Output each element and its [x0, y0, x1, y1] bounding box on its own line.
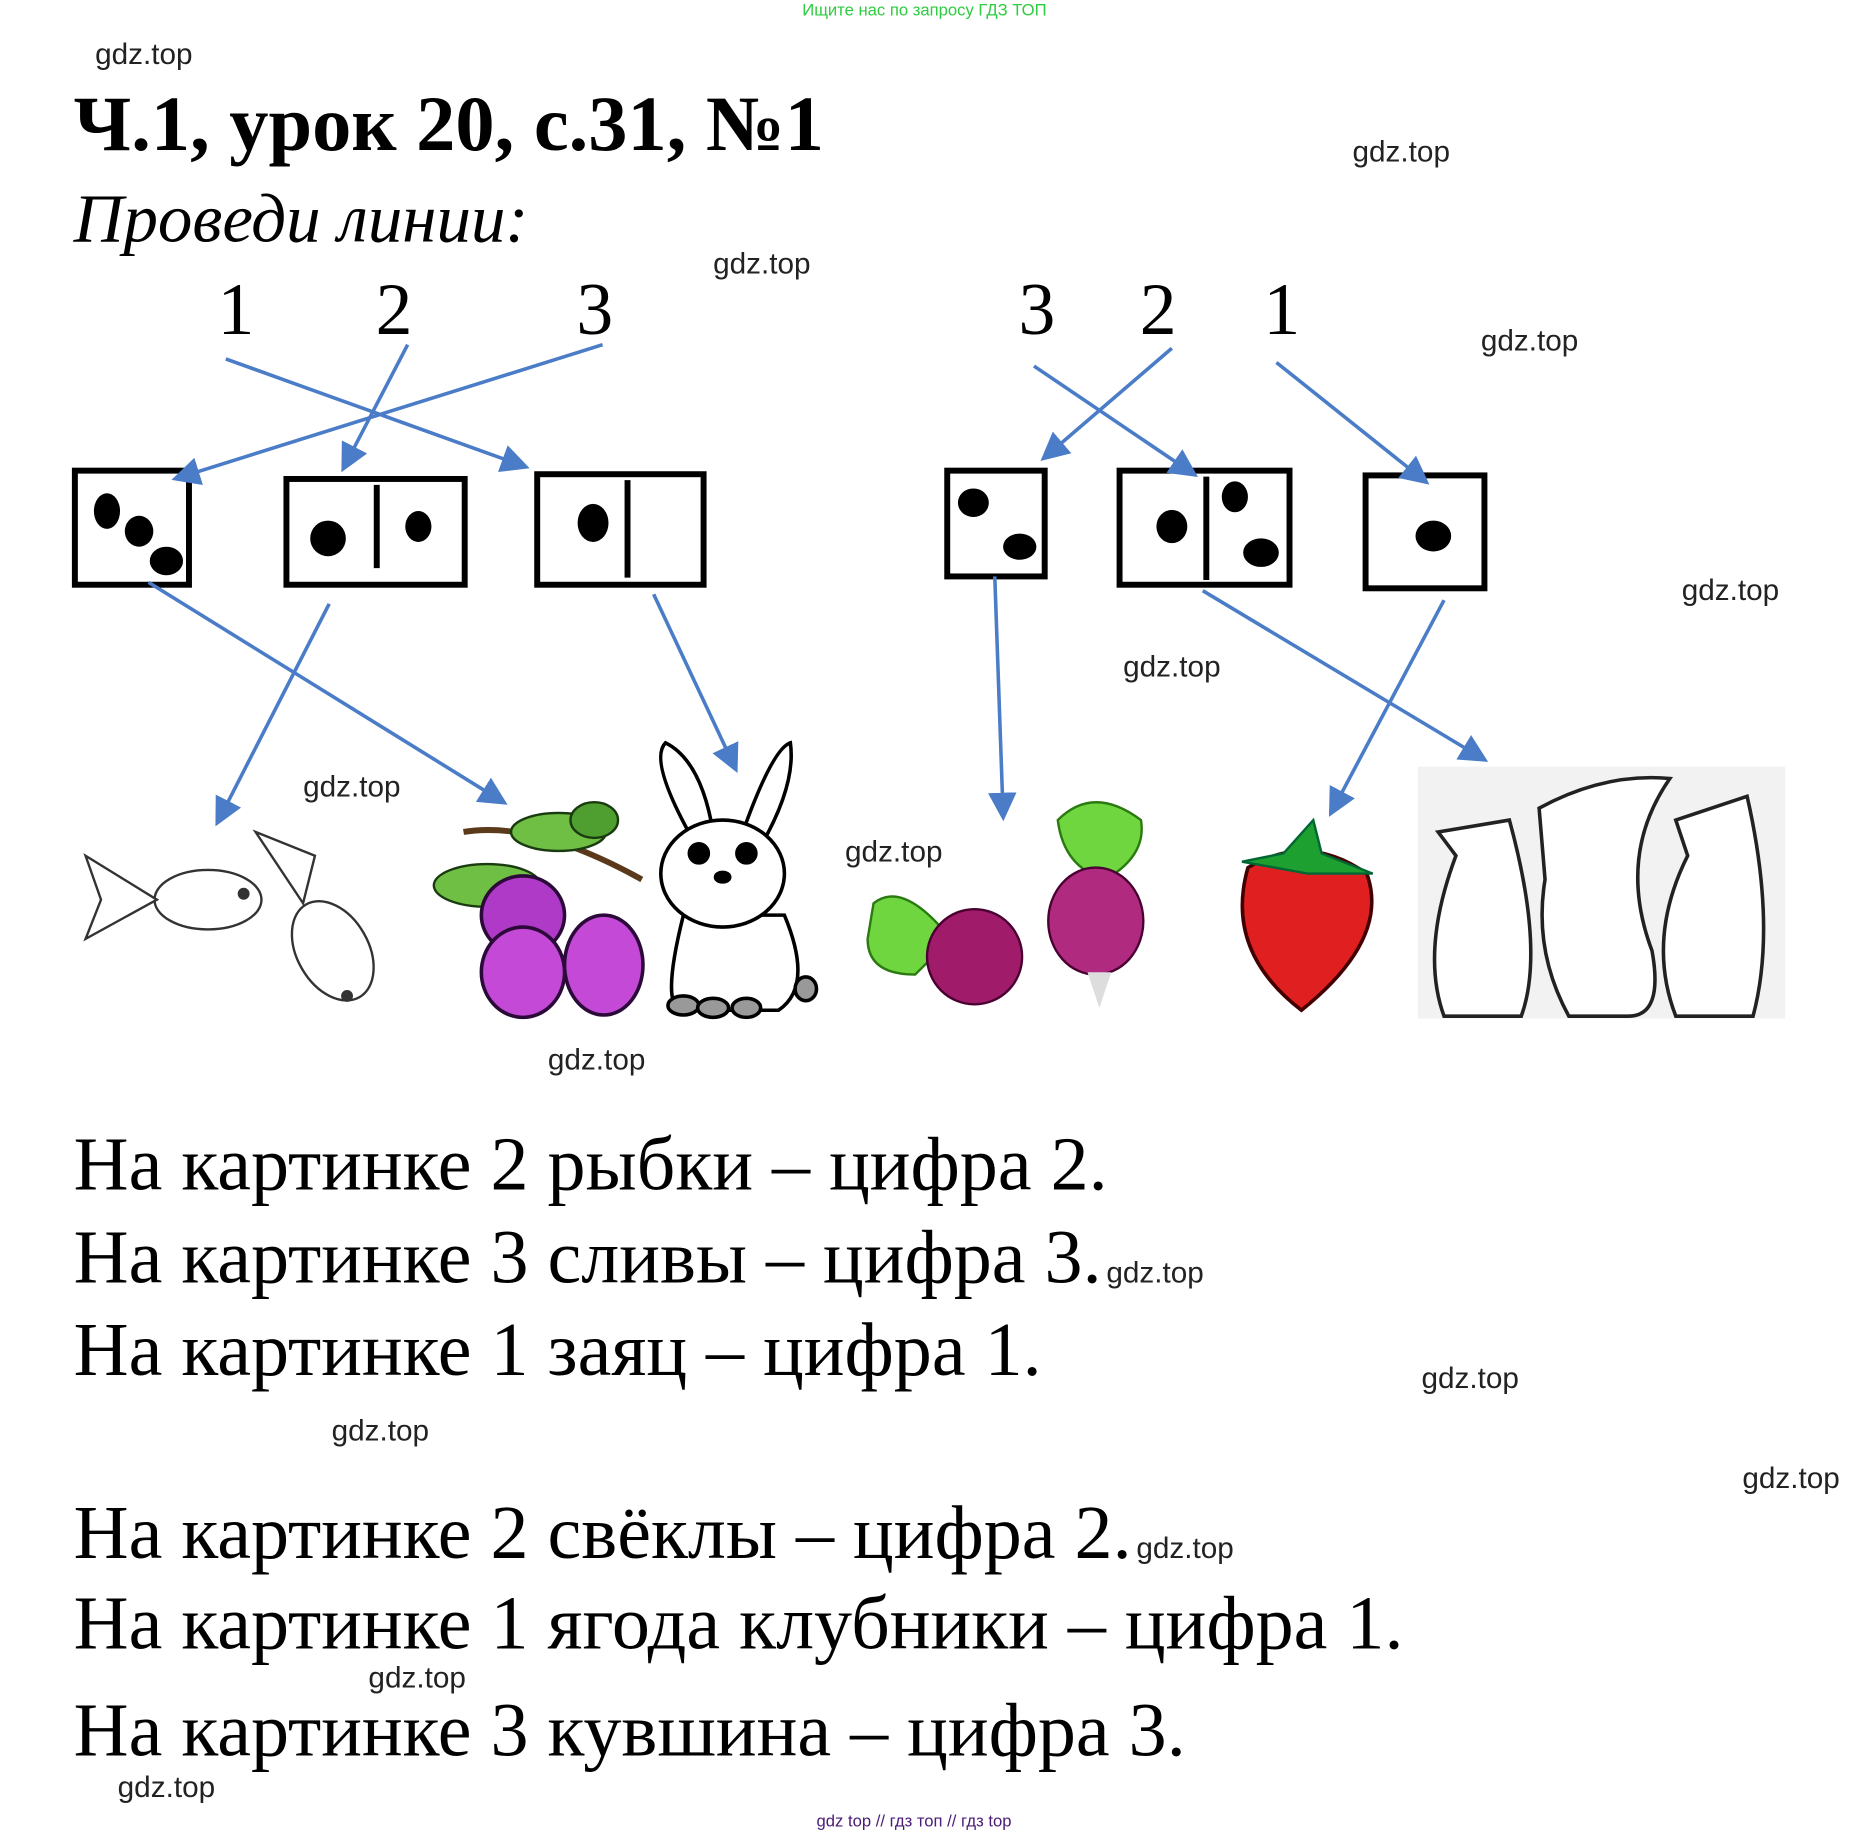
watermark: gdz.top: [303, 770, 401, 804]
bottom-banner: gdz top // гдз топ // гдз top: [816, 1811, 1012, 1830]
dots: [93, 481, 1452, 576]
watermark: gdz.top: [1421, 1362, 1519, 1396]
answer-rabbit: На картинке 1 заяц – цифра 1.: [73, 1307, 1042, 1392]
answer-plums-row: На картинке 3 сливы – цифра 3. gdz.top: [74, 1219, 1204, 1295]
answer-strawberry: На картинке 1 ягода клубники – цифра 1.: [73, 1580, 1404, 1666]
instruction: Проведи линии:: [73, 179, 529, 257]
answer-jugs: На картинке 3 кувшина – цифра 3.: [73, 1687, 1186, 1773]
card-1-1-dots: [283, 475, 468, 588]
strawberry-picture: [1240, 817, 1374, 1013]
watermark: gdz.top: [1480, 324, 1579, 358]
card-2-dots: [944, 467, 1048, 580]
top-banner: Ищите нас по запросу ГДЗ ТОП: [802, 0, 1047, 20]
domino-cards: [71, 467, 1488, 592]
left-number-3: 3: [576, 269, 614, 351]
watermark: gdz.top: [95, 38, 193, 72]
jugs-picture: [1417, 766, 1786, 1019]
answer-beets: На картинке 2 свёклы – цифра 2.: [73, 1490, 1132, 1575]
watermark: gdz.top: [845, 835, 943, 869]
right-number-3: 3: [1018, 269, 1056, 351]
right-number-2: 2: [1139, 269, 1177, 351]
watermark: gdz.top: [1136, 1531, 1234, 1566]
answer-plums: На картинке 3 сливы – цифра 3.: [73, 1214, 1102, 1300]
beets-picture: [866, 801, 1145, 1008]
fish-picture: [83, 829, 375, 1002]
watermark: gdz.top: [713, 247, 811, 281]
watermark: gdz.top: [1123, 650, 1221, 684]
watermark: gdz.top: [1106, 1256, 1204, 1290]
watermark: gdz.top: [547, 1043, 646, 1077]
left-number-1: 1: [217, 269, 255, 351]
plums-picture: [432, 801, 645, 1020]
card-1-2-dots: [1116, 467, 1293, 588]
watermark: gdz.top: [1742, 1461, 1840, 1496]
watermark: gdz.top: [117, 1770, 216, 1805]
watermark: gdz.top: [1352, 135, 1450, 169]
rabbit-picture: [658, 740, 819, 1020]
left-number-2: 2: [375, 269, 413, 351]
arrows: [147, 342, 1489, 827]
watermark: gdz.top: [331, 1414, 430, 1448]
answer-fish: На картинке 2 рыбки – цифра 2.: [73, 1121, 1108, 1207]
answer-beets-row: На картинке 2 свёклы – цифра 2. gdz.top: [74, 1495, 1234, 1571]
card-3-dots: [71, 467, 192, 588]
page-title: Ч.1, урок 20, с.31, №1: [73, 80, 824, 168]
watermark: gdz.top: [368, 1661, 466, 1695]
card-1-0-dots: [534, 471, 707, 588]
watermark: gdz.top: [1681, 574, 1780, 608]
right-number-1: 1: [1263, 269, 1301, 351]
